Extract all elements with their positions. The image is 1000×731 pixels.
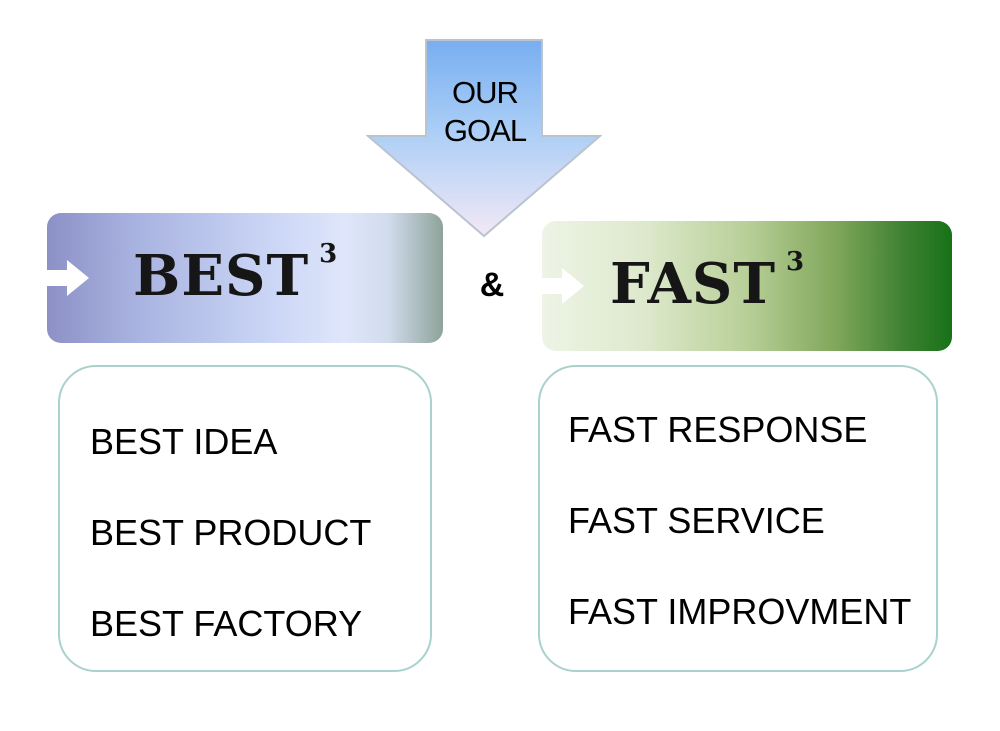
goal-label-line1: OUR [452,75,519,110]
goal-label-line2: GOAL [443,113,527,148]
best-banner: BEST 3 [47,213,443,343]
fast-list-item: FAST SERVICE [568,500,825,541]
best-list-item: BEST IDEA [90,421,278,462]
best-title: BEST 3 [133,239,338,309]
goal-label: OUR GOAL [426,74,544,150]
goal-down-arrow [366,39,602,238]
best-list-item: BEST PRODUCT [90,512,372,553]
fast-title: FAST 3 [610,247,805,317]
right-arrow-icon [542,268,584,304]
best-title-text: BEST [133,243,310,309]
right-arrow-icon [47,260,89,296]
ampersand-connector: & [479,266,505,304]
best-list-box: BEST IDEA BEST PRODUCT BEST FACTORY [58,365,432,672]
fast-title-text: FAST [610,251,777,317]
best-list-item: BEST FACTORY [90,603,363,644]
fast-superscript: 3 [786,247,806,277]
fast-banner: FAST 3 [542,221,952,351]
fast-list-item: FAST RESPONSE [568,409,868,450]
fast-list-box: FAST RESPONSE FAST SERVICE FAST IMPROVME… [538,365,938,672]
fast-list-item: FAST IMPROVMENT [568,591,912,632]
best-superscript: 3 [319,239,339,269]
